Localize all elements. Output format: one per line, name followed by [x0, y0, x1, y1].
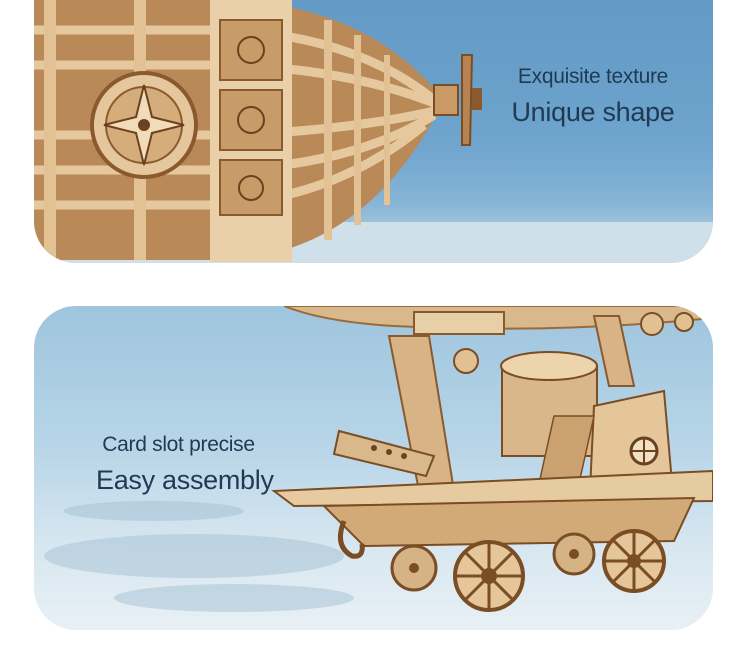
caption-title: Easy assembly [96, 465, 274, 495]
wheel-rear-right [552, 532, 596, 576]
panel-blocks [219, 19, 283, 216]
gears [453, 312, 694, 374]
wheel-front-right [602, 529, 666, 593]
panel-circles [237, 36, 265, 201]
support-struts [387, 315, 636, 492]
cannon [332, 429, 436, 478]
balloon-connector [413, 311, 505, 335]
wheels [390, 529, 666, 612]
compass-gear [90, 71, 198, 179]
caption-subtitle: Exquisite texture [517, 65, 669, 88]
caption-subtitle: Card slot precise [102, 433, 255, 456]
airship-balloon-illustration [34, 0, 713, 263]
wheel-front-left [453, 540, 525, 612]
airship-gondola-photo [34, 306, 713, 630]
propeller [433, 54, 482, 146]
feature-caption-assembly: Card slot precise Easy assembly [96, 430, 274, 500]
airship-gondola-illustration [44, 306, 713, 612]
deck-hull [271, 469, 713, 548]
anchor-hook [337, 520, 365, 559]
feature-caption-texture: Exquisite texture Unique shape [508, 62, 678, 132]
caption-title: Unique shape [511, 97, 675, 127]
wheel-rear-left [390, 544, 438, 592]
table-shadows [44, 501, 354, 612]
airship-balloon-photo [34, 0, 713, 263]
